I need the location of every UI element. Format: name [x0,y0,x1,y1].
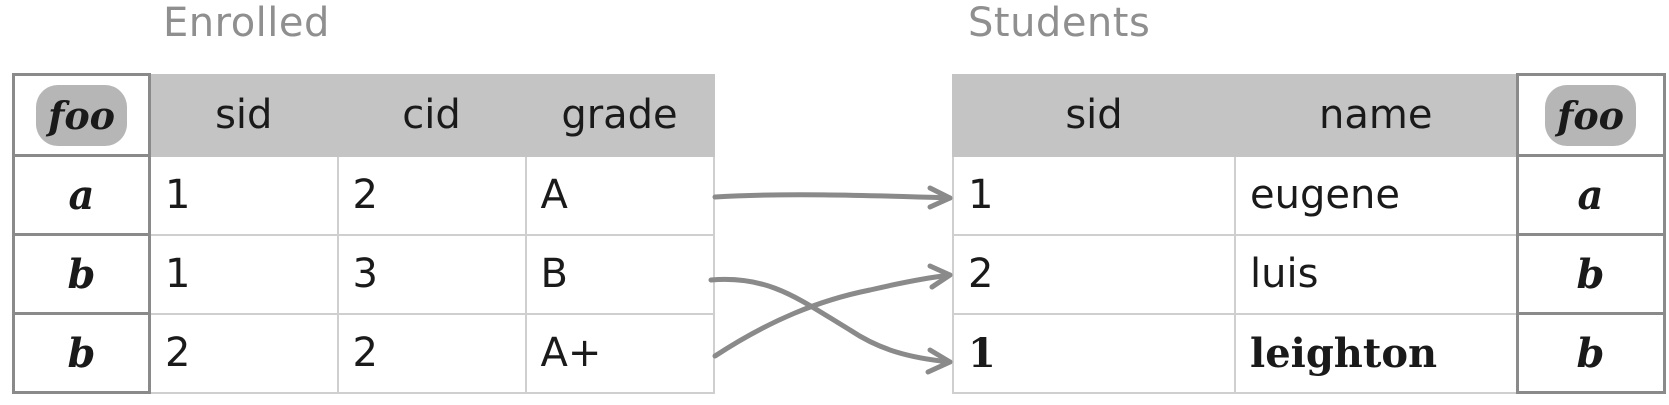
table-row: 2 luis b [952,233,1666,315]
enrolled-sid-cell: 1 [148,233,339,315]
enrolled-foo-cell: b [12,312,151,394]
students-table: sid name foo 1 eugene a 2 luis b 1 leigh… [952,73,1666,394]
enrolled-cid-cell: 3 [336,233,527,315]
enrolled-cid-cell: 2 [336,154,527,236]
students-foo-header: foo [1515,73,1666,157]
enrolled-table: foo sid cid grade a 1 2 A b 1 3 B b 2 2 … [12,73,715,394]
enrolled-title: Enrolled [163,0,330,46]
table-row: b 2 2 A+ [12,312,715,394]
enrolled-cid-cell: 2 [336,312,527,394]
enrolled-grade-cell: A [524,154,715,236]
students-header-sid: sid [952,73,1236,157]
arrowhead-3 [925,347,953,375]
table-row: 1 eugene a [952,154,1666,236]
arrow-row2-to-row3 [708,276,953,365]
students-sid-cell: 2 [952,233,1236,315]
students-header-row: sid name foo [952,73,1666,157]
students-title: Students [968,0,1151,46]
table-row: 1 leighton b [952,312,1666,394]
arrow-row1-to-row1 [712,192,953,201]
enrolled-header-grade: grade [524,73,715,157]
students-name-cell: luis [1234,233,1518,315]
students-sid-cell: 1 [952,312,1236,394]
enrolled-foo-header: foo [12,73,151,157]
enrolled-sid-cell: 2 [148,312,339,394]
students-foo-cell: b [1515,233,1666,315]
table-row: b 1 3 B [12,233,715,315]
enrolled-header-cid: cid [336,73,527,157]
enrolled-grade-cell: A+ [524,312,715,394]
enrolled-header-sid: sid [148,73,339,157]
students-name-cell: leighton [1234,312,1518,394]
enrolled-foo-cell: b [12,233,151,315]
students-name-cell: eugene [1234,154,1518,236]
students-header-name: name [1234,73,1518,157]
arrowhead-1 [927,185,953,210]
students-foo-cell: a [1515,154,1666,236]
table-row: a 1 2 A [12,154,715,236]
arrowhead-2 [927,263,953,290]
enrolled-header-row: foo sid cid grade [12,73,715,157]
enrolled-grade-cell: B [524,233,715,315]
enrolled-sid-cell: 1 [148,154,339,236]
students-sid-cell: 1 [952,154,1236,236]
enrolled-foo-cell: a [12,154,151,236]
students-foo-cell: b [1515,312,1666,394]
arrow-row3-to-row2 [712,272,953,359]
